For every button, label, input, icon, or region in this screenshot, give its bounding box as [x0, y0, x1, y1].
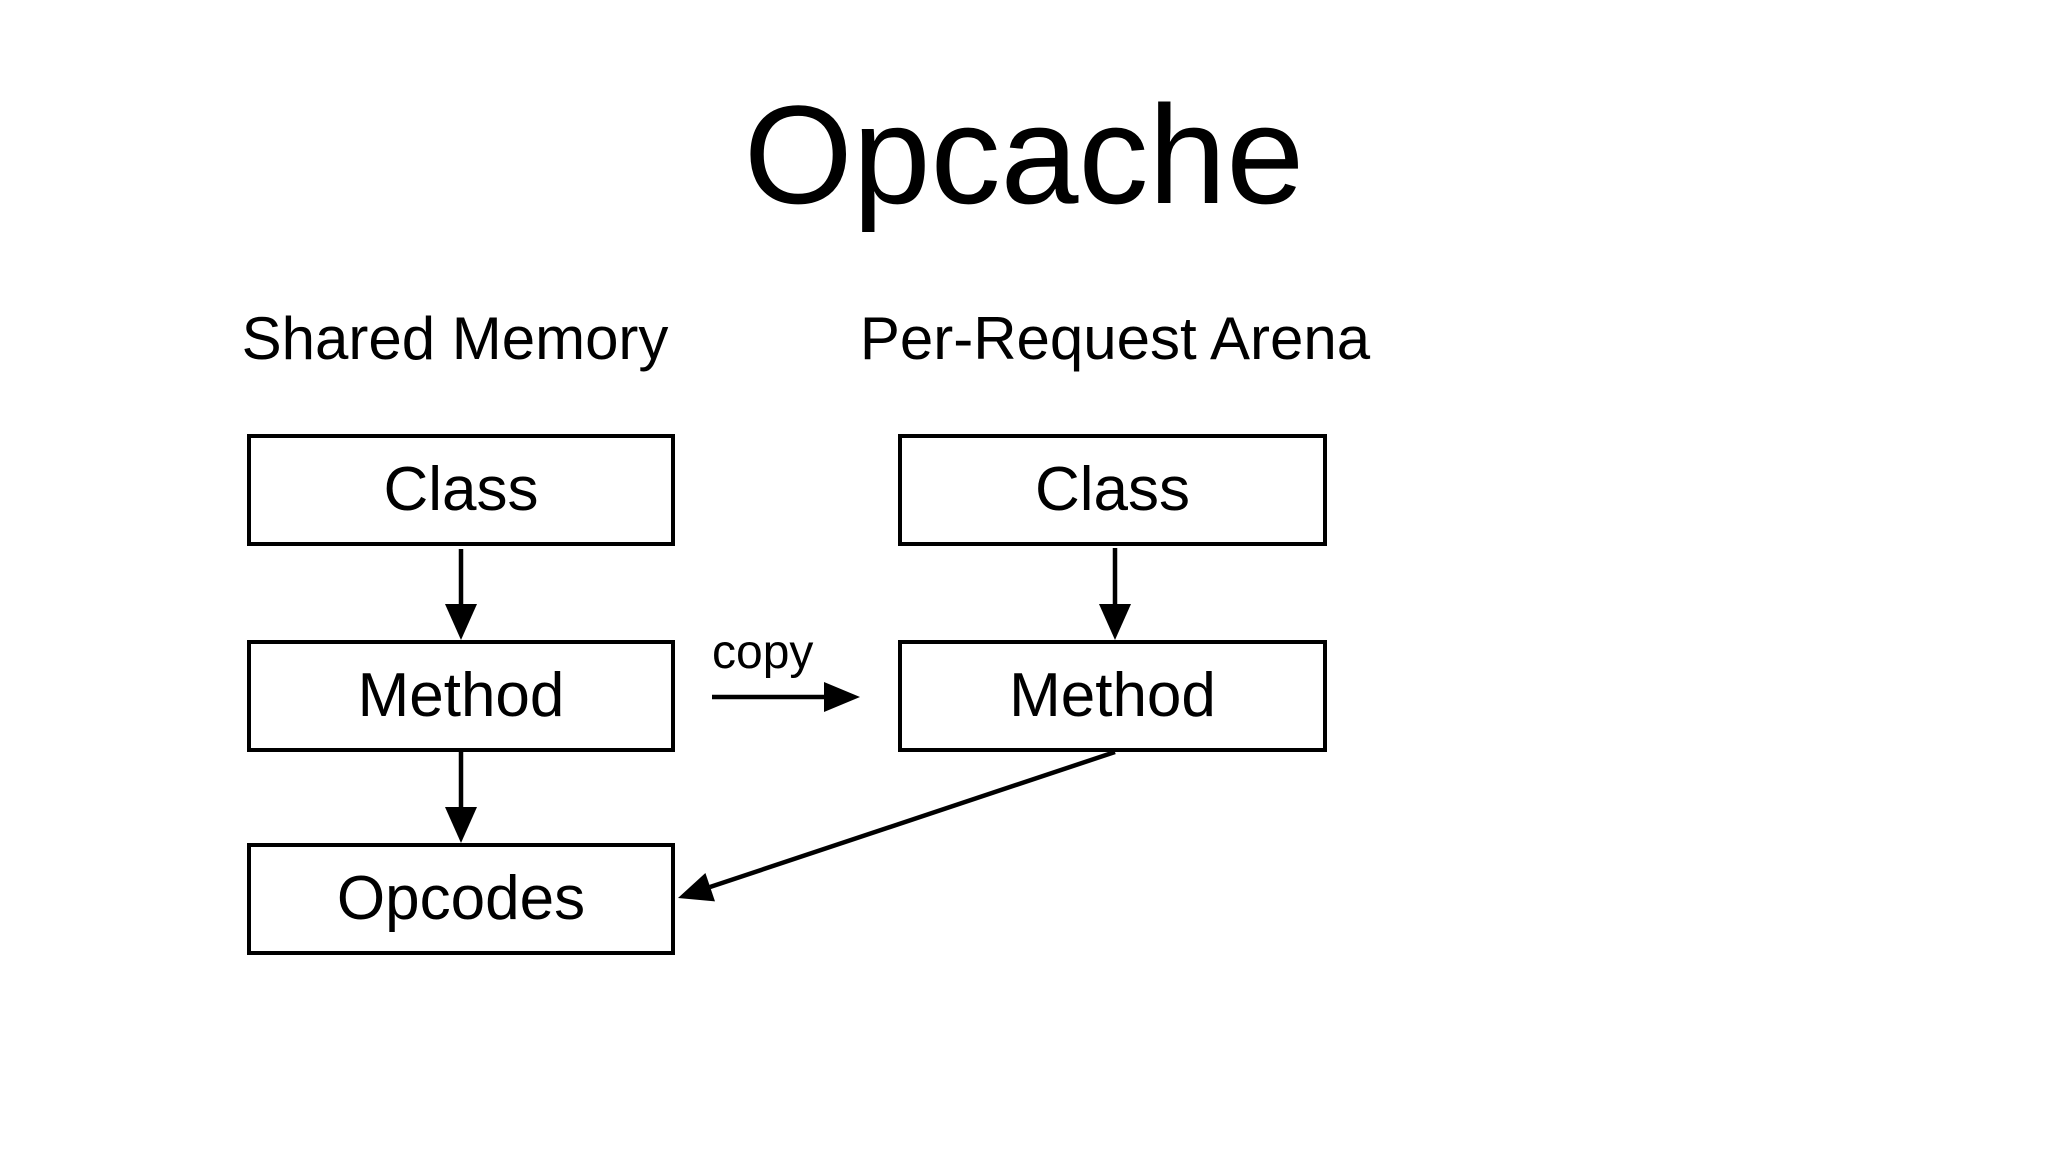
- node-shared-method: Method: [247, 640, 675, 752]
- column-header-shared-memory: Shared Memory: [241, 305, 669, 372]
- node-shared-method-label: Method: [357, 661, 565, 730]
- node-shared-class-label: Class: [383, 455, 539, 524]
- node-per-request-method-label: Method: [1009, 661, 1216, 730]
- arrow-shared-class-to-method: [445, 549, 477, 640]
- node-shared-opcodes: Opcodes: [247, 843, 675, 955]
- node-per-request-method: Method: [898, 640, 1327, 752]
- node-shared-opcodes-label: Opcodes: [336, 864, 586, 933]
- column-header-per-request-arena: Per-Request Arena: [859, 305, 1371, 372]
- arrow-per-request-method-to-opcodes: [678, 749, 1116, 902]
- node-per-request-class: Class: [898, 434, 1327, 546]
- node-per-request-class-label: Class: [1034, 455, 1191, 524]
- arrow-copy: [712, 682, 860, 712]
- page-title: Opcache: [743, 76, 1305, 233]
- node-shared-class: Class: [247, 434, 675, 546]
- arrow-per-request-class-to-method: [1099, 548, 1131, 640]
- arrow-shared-method-to-opcodes: [445, 752, 477, 843]
- copy-arrow-label: copy: [712, 626, 814, 679]
